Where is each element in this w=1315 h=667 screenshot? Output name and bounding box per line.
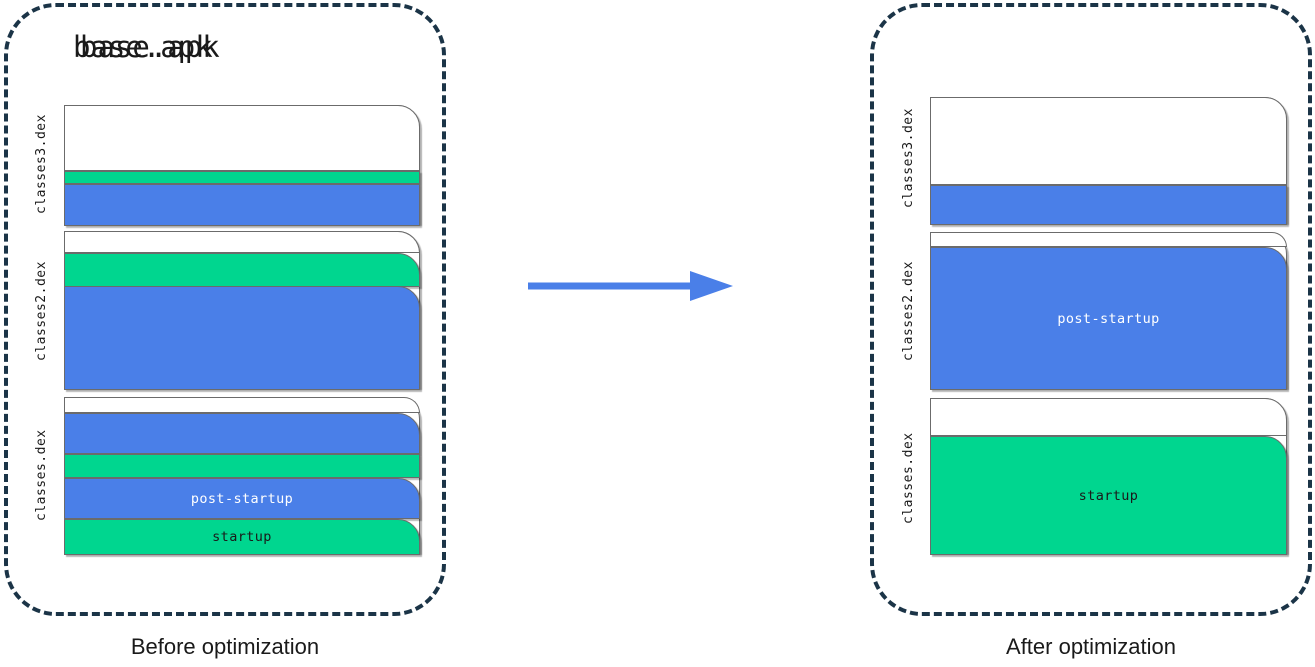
dex-segment-label: post-startup	[190, 490, 294, 507]
dex-segment-label: post-startup	[1057, 310, 1160, 327]
dex-block-classes-after: startup	[930, 398, 1287, 555]
dex-segment-startup	[64, 171, 420, 184]
dex-segment-empty	[930, 398, 1287, 436]
dex-segment-startup-labeled: startup	[64, 519, 420, 555]
right-arrow-icon	[528, 271, 733, 301]
dex-segment-post-startup	[930, 185, 1287, 225]
dex-segment-post-startup-labeled: post-startup	[64, 478, 420, 519]
dex-segment-empty	[930, 232, 1287, 247]
caption-before-optimization: Before optimization	[130, 634, 320, 659]
dex-segment-startup-labeled: startup	[930, 436, 1287, 555]
dex-label-classes3-before: classes3.dex	[34, 114, 49, 214]
dex-segment-empty	[64, 397, 420, 413]
dex-segment-post-startup	[64, 413, 420, 454]
dex-block-classes-before: post-startup startup	[64, 397, 420, 555]
dex-label-classes-after: classes.dex	[901, 432, 916, 524]
dex-label-classes2-before: classes2.dex	[34, 261, 49, 361]
dex-block-classes3-before	[64, 105, 420, 226]
apk-title-after: base.apk	[80, 30, 220, 64]
dex-label-classes2-after: classes2.dex	[901, 261, 916, 361]
dex-segment-startup	[64, 454, 420, 478]
dex-block-classes3-after	[930, 97, 1287, 225]
dex-block-classes2-before	[64, 231, 420, 390]
dex-label-classes3-after: classes3.dex	[901, 108, 916, 208]
dex-segment-empty	[64, 231, 420, 253]
dex-segment-post-startup	[64, 286, 420, 390]
dex-segment-label: startup	[212, 529, 272, 545]
dex-segment-empty	[930, 97, 1287, 185]
caption-after-optimization: After optimization	[1006, 634, 1176, 659]
dex-block-classes2-after: post-startup	[930, 232, 1287, 390]
dex-segment-empty	[64, 105, 420, 171]
dex-label-classes-before: classes.dex	[34, 429, 49, 521]
dex-segment-label: startup	[1078, 487, 1139, 504]
apk-title-before: base.apk	[73, 30, 213, 64]
dex-segment-post-startup-labeled: post-startup	[930, 247, 1287, 390]
dex-segment-startup	[64, 253, 420, 287]
dex-segment-post-startup	[64, 184, 420, 226]
